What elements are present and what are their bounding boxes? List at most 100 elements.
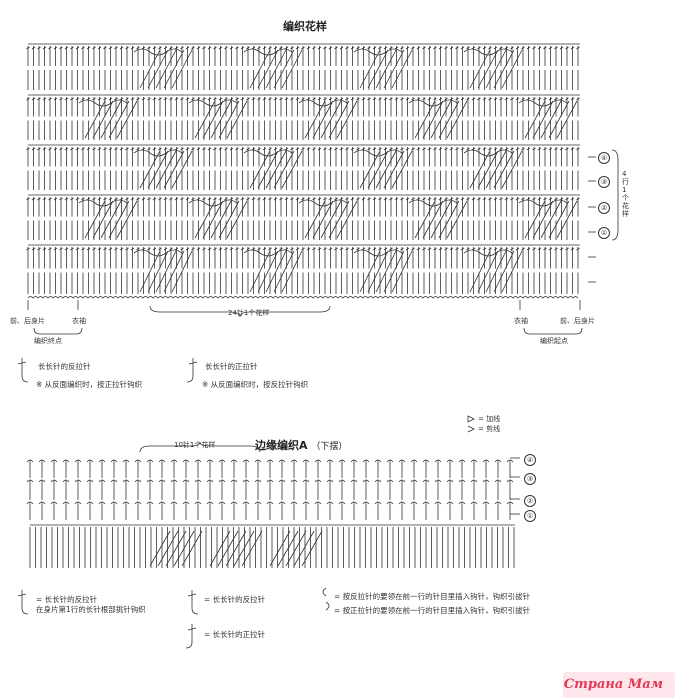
stitch-crossbar bbox=[493, 147, 498, 151]
stitch-crossbar bbox=[191, 46, 195, 50]
cable-diagonal-stitch bbox=[139, 150, 161, 189]
border-stitch-hook bbox=[218, 459, 226, 463]
stitch-crossbar bbox=[433, 97, 437, 101]
stitch-crossbar bbox=[130, 46, 135, 50]
border-stitch-hook bbox=[278, 459, 286, 463]
stitch-crossbar bbox=[81, 197, 85, 201]
cable-diagonal-stitch bbox=[194, 100, 216, 139]
stitch-crossbar bbox=[86, 46, 91, 50]
cable-diagonal-stitch bbox=[540, 100, 562, 139]
cable-diagonal-stitch bbox=[147, 49, 169, 89]
stitch-crossbar bbox=[81, 97, 85, 101]
border-stitch-hook bbox=[374, 501, 382, 505]
stitch-crossbar bbox=[163, 97, 168, 101]
stitch-crossbar bbox=[119, 197, 124, 201]
stitch-crossbar bbox=[147, 197, 151, 201]
stitch-crossbar bbox=[152, 97, 157, 101]
cable-diagonal-stitch bbox=[249, 250, 271, 293]
stitch-crossbar bbox=[427, 197, 432, 201]
stitch-crossbar bbox=[554, 197, 558, 201]
cable-diagonal-stitch bbox=[383, 250, 405, 293]
border-stitch-hook bbox=[230, 459, 238, 463]
stitch-crossbar bbox=[422, 97, 426, 101]
stitch-crossbar bbox=[97, 46, 102, 50]
stitch-crossbar bbox=[119, 46, 124, 50]
border-title: 边缘编织A （下摆） bbox=[255, 439, 348, 452]
stitch-crossbar bbox=[554, 97, 558, 101]
stitch-crossbar bbox=[174, 247, 179, 251]
cable-diagonal-stitch bbox=[257, 150, 279, 189]
stitch-crossbar bbox=[323, 247, 327, 251]
border-stitch-hook bbox=[350, 479, 358, 483]
stitch-crossbar bbox=[334, 46, 338, 50]
stitch-crossbar bbox=[284, 46, 289, 50]
stitch-crossbar bbox=[268, 97, 272, 101]
stitch-crossbar bbox=[185, 247, 190, 251]
cable-diagonal-stitch bbox=[147, 250, 169, 293]
stitch-crossbar bbox=[53, 247, 58, 251]
stitch-crossbar bbox=[191, 97, 195, 101]
cable-diagonal-stitch bbox=[430, 100, 452, 139]
stitch-crossbar bbox=[240, 247, 245, 251]
stitch-crossbar bbox=[339, 46, 344, 50]
border-stitch-hook bbox=[302, 479, 310, 483]
stitch-crossbar bbox=[328, 97, 333, 101]
border-stitch-hook bbox=[218, 501, 226, 505]
stitch-crossbar bbox=[554, 247, 558, 251]
stitch-crossbar bbox=[405, 46, 410, 50]
cable-diagonal-stitch bbox=[210, 200, 232, 239]
stitch-crossbar bbox=[499, 197, 503, 201]
rows-brace bbox=[611, 149, 619, 241]
add-yarn-label: = 加线 bbox=[478, 415, 501, 423]
stitch-crossbar bbox=[48, 46, 52, 50]
chain-loop bbox=[78, 199, 128, 207]
cable-diagonal-stitch bbox=[194, 200, 216, 239]
stitch-crossbar bbox=[526, 46, 531, 50]
stitch-crossbar bbox=[350, 97, 355, 101]
stitch-crossbar bbox=[317, 97, 322, 101]
stitch-crossbar bbox=[383, 46, 388, 50]
stitch-crossbar bbox=[42, 46, 47, 50]
border-stitch-hook bbox=[74, 459, 82, 463]
stitch-crossbar bbox=[554, 46, 558, 50]
pattern-title: 编织花样 bbox=[283, 20, 327, 33]
stitch-crossbar bbox=[537, 46, 542, 50]
cable-diagonal-stitch bbox=[281, 150, 303, 189]
border-stitch-hook bbox=[362, 459, 370, 463]
cable-diagonal-stitch bbox=[477, 49, 499, 89]
stitch-crossbar bbox=[477, 147, 481, 151]
stitch-crossbar bbox=[537, 97, 542, 101]
border-stitch-hook bbox=[386, 479, 394, 483]
stitch-crossbar bbox=[295, 247, 300, 251]
border-stitch-hook bbox=[182, 479, 190, 483]
stitch-crossbar bbox=[312, 147, 316, 151]
border-stitch-hook bbox=[446, 501, 454, 505]
stitch-crossbar bbox=[334, 147, 338, 151]
stitch-crossbar bbox=[229, 46, 234, 50]
stitch-crossbar bbox=[543, 247, 547, 251]
border-stitch-hook bbox=[278, 479, 286, 483]
border-stitch-hook bbox=[170, 459, 178, 463]
legend-bottom-4-symbol: = 按反拉针的要领在前一行的针目里插入钩针，钩织引拔针 bbox=[334, 592, 531, 601]
stitch-crossbar bbox=[31, 97, 36, 101]
cable-diagonal-stitch bbox=[202, 200, 224, 239]
stitch-crossbar bbox=[515, 247, 520, 251]
legend-symbol-1-bar bbox=[17, 361, 27, 365]
left-tag-sleeve: 衣袖 bbox=[72, 317, 86, 325]
stitch-crossbar bbox=[246, 197, 250, 201]
border-stitch-hook bbox=[194, 459, 202, 463]
stitch-crossbar bbox=[515, 97, 520, 101]
stitch-crossbar bbox=[86, 147, 91, 151]
border-stitch-hook bbox=[458, 459, 466, 463]
stitch-crossbar bbox=[367, 247, 371, 251]
stitch-crossbar bbox=[455, 247, 459, 251]
stitch-crossbar bbox=[64, 147, 69, 151]
border-stitch-hook bbox=[326, 479, 334, 483]
border-stitch-hook bbox=[422, 459, 430, 463]
border-stitch-hook bbox=[506, 501, 514, 505]
border-stitch-hook bbox=[470, 501, 478, 505]
cable-diagonal-stitch bbox=[414, 100, 436, 139]
stitch-crossbar bbox=[543, 197, 547, 201]
stitch-crossbar bbox=[400, 247, 404, 251]
chain-loop bbox=[408, 99, 458, 107]
